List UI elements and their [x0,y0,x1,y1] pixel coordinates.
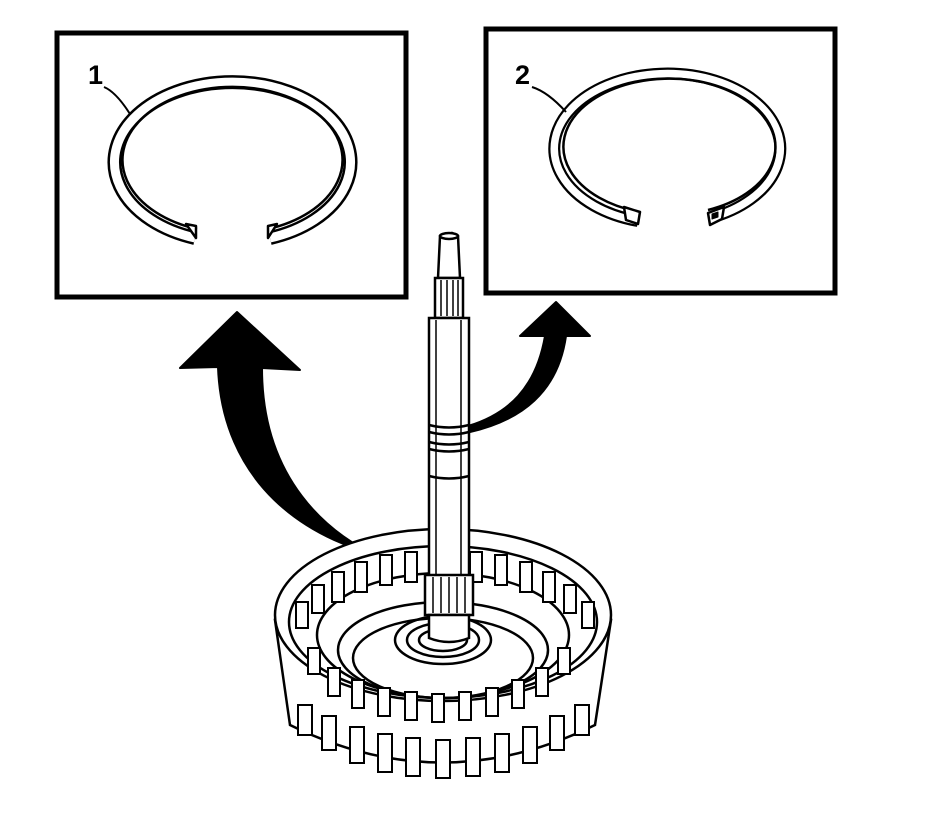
callout-number-1: 1 [88,60,103,90]
leader-line-1 [103,86,131,115]
curved-arrow-right-icon [467,301,591,433]
snap-ring-2 [548,67,787,227]
drum-teeth [295,551,595,723]
leader-line-2 [531,86,567,113]
curved-arrow-left-icon [179,311,413,571]
snap-ring-1 [107,75,358,245]
inset-box-2: 2 [483,26,838,296]
inset-box-1: 1 [54,30,409,300]
drum-window-slots [297,704,590,779]
clutch-drum [273,527,613,779]
callout-number-2: 2 [515,60,530,90]
input-shaft [423,231,475,644]
